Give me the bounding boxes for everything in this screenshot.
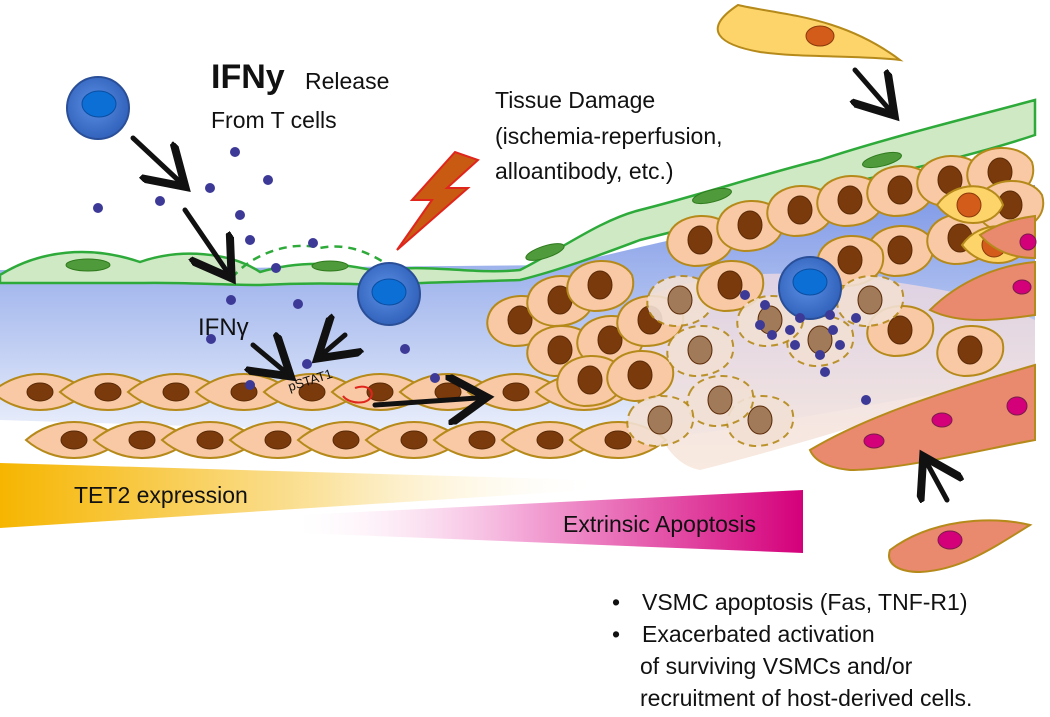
ifn-molecule-icon (263, 175, 273, 185)
tissue-damage-title: Tissue Damage (495, 87, 656, 113)
endothelial-nucleus (525, 243, 565, 261)
smooth-muscle-cell-icon (606, 350, 675, 403)
endothelial-nucleus (311, 260, 349, 272)
list-item-continuation: recruitment of host-derived cells. (640, 685, 973, 711)
smooth-muscle-cell-icon (228, 421, 328, 459)
ifn-molecule-icon (308, 238, 318, 248)
smooth-muscle-cell-icon (92, 421, 192, 459)
smooth-muscle-cells (0, 147, 1045, 459)
ifn-molecule-icon (245, 235, 255, 245)
ifn-molecule-icon (835, 340, 845, 350)
ifn-molecule-icon (245, 380, 255, 390)
ifn-molecule-icon (293, 299, 303, 309)
t-cell-icon (357, 262, 421, 326)
ifn-molecule-icon (93, 147, 871, 405)
ifn-molecule-icon (795, 313, 805, 323)
ifn-molecule-icon (271, 263, 281, 273)
release-label: Release (305, 68, 390, 94)
ifny-label: IFNγ (198, 314, 249, 341)
list-item-continuation: of surviving VSMCs and/or (640, 653, 913, 679)
extrinsic-apoptosis-label: Extrinsic Apoptosis (563, 511, 757, 537)
smooth-muscle-cell-icon (0, 373, 90, 411)
host-derived-cells (808, 214, 1037, 472)
ifn-molecule-icon (767, 330, 777, 340)
smooth-muscle-cell-icon (500, 421, 600, 459)
ifn-molecule-icon (230, 147, 240, 157)
smooth-muscle-cell-icon (626, 395, 695, 448)
ifn-molecule-icon (155, 196, 165, 206)
ifn-molecule-icon (430, 373, 440, 383)
ifn-molecule-icon (828, 325, 838, 335)
migrating-cell-yellow (716, 3, 904, 62)
ifn-molecule-icon (205, 183, 215, 193)
smooth-muscle-cell-icon (160, 421, 260, 459)
pstat1-loop-icon (342, 385, 373, 404)
list-item: •VSMC apoptosis (Fas, TNF-R1) (612, 589, 968, 615)
ifn-molecule-icon (400, 344, 410, 354)
ifn-molecule-icon (206, 334, 216, 344)
smooth-muscle-cell-icon (262, 373, 362, 411)
ifn-molecule-icon (815, 350, 825, 360)
endothelial-nucleus (692, 187, 732, 205)
ifn-molecule-icon (825, 310, 835, 320)
smooth-muscle-cell-icon (935, 185, 1005, 224)
tissue-damage-causes: (ischemia-reperfusion, (495, 123, 723, 149)
migrating-cell-salmon (888, 519, 1033, 574)
smooth-muscle-cell-icon (566, 260, 635, 313)
tissue-damage-causes-cont: alloantibody, etc.) (495, 158, 674, 184)
ifny-title: IFNy (211, 58, 285, 96)
endothelial-nucleus (862, 151, 902, 169)
smooth-muscle-cell-icon (936, 325, 1005, 378)
apoptosis-gradient-bar (300, 490, 803, 553)
smooth-muscle-cell-icon (666, 325, 735, 378)
smooth-muscle-cell-icon (836, 275, 905, 328)
ifn-molecule-icon (302, 359, 312, 369)
ifn-molecule-icon (760, 300, 770, 310)
ifn-molecule-icon (820, 367, 830, 377)
ifn-molecule-icon (235, 210, 245, 220)
ifn-molecule-icon (790, 340, 800, 350)
from-t-cells-label: From T cells (211, 107, 337, 133)
smooth-muscle-cell-icon (556, 355, 625, 408)
ifn-molecule-icon (226, 295, 236, 305)
ifn-molecule-icon (740, 290, 750, 300)
t-cell-icon (778, 256, 842, 320)
list-item: •Exacerbated activation (612, 621, 875, 647)
endothelial-nucleus (65, 258, 111, 272)
ifn-molecule-icon (851, 313, 861, 323)
t-cell-icon (66, 76, 130, 140)
lightning-icon (396, 150, 480, 251)
ifn-molecule-icon (785, 325, 795, 335)
outcome-list: •VSMC apoptosis (Fas, TNF-R1) •Exacerbat… (612, 586, 972, 714)
tet2-expression-label: TET2 expression (74, 482, 248, 508)
ifn-molecule-icon (93, 203, 103, 213)
smooth-muscle-cell-icon (364, 421, 464, 459)
tet2-gradient-bar (0, 463, 590, 528)
ifn-molecule-icon (861, 395, 871, 405)
arrow-icon (130, 67, 947, 500)
ifn-molecule-icon (755, 320, 765, 330)
